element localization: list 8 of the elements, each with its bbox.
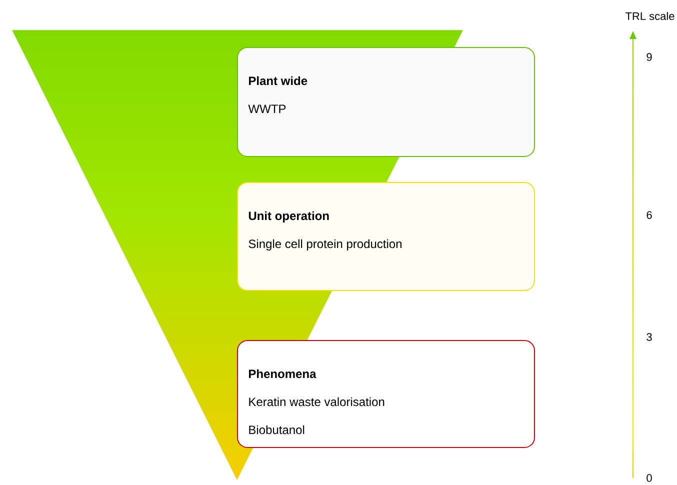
tick-label: 3: [646, 333, 652, 341]
info-box: Unit operation Single cell protein production: [237, 182, 535, 291]
tick-label: 9: [646, 53, 652, 61]
tick-label: 0: [646, 474, 652, 482]
info-box: Plant wide WWTP: [237, 47, 535, 157]
info-box: Phenomena Keratin waste valorisation Biobutanol: [237, 340, 535, 448]
axis-title: TRL scale: [626, 12, 674, 20]
tick-label: 6: [646, 211, 652, 219]
